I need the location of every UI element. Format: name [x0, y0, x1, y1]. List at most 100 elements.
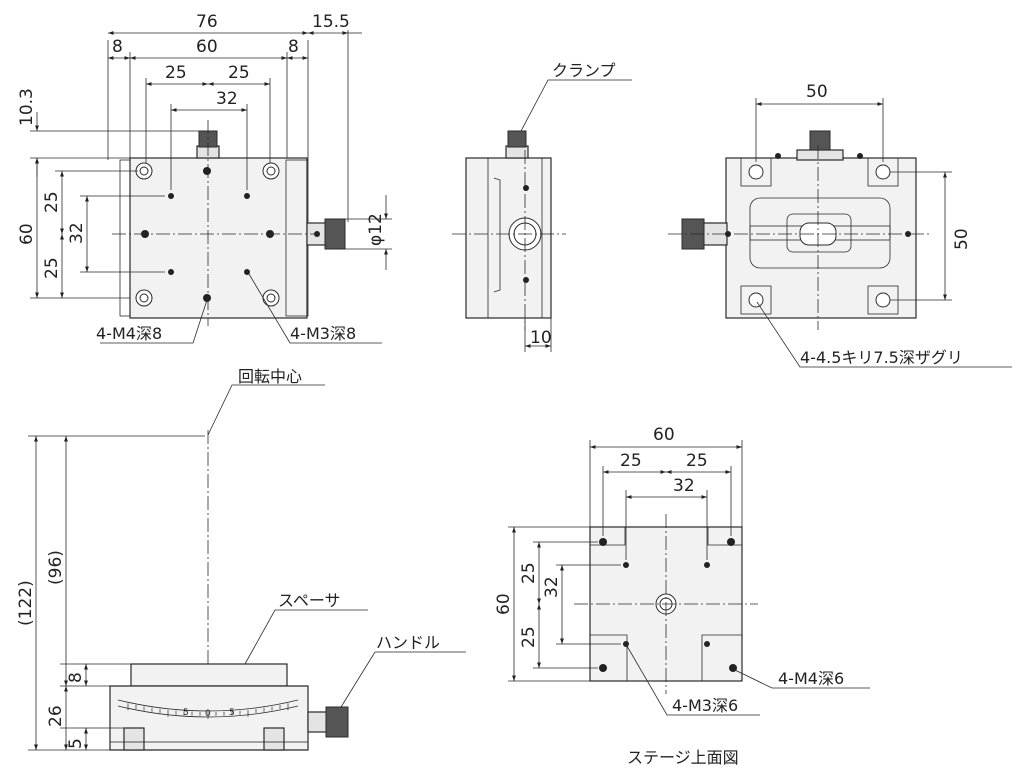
m3-hole: [168, 193, 174, 199]
counterbore-hole: [875, 164, 891, 180]
dim-76: 76: [196, 12, 218, 32]
counterbore-hole: [748, 164, 764, 180]
dim-10-3: 10.3: [17, 88, 37, 126]
handle-knob: [324, 218, 346, 250]
scale-label-right: 5: [229, 708, 235, 718]
label-spacer: スペーサ: [278, 591, 341, 610]
dim-8-right: 8: [288, 37, 299, 57]
m4-hole-inner: [266, 166, 276, 176]
side-rail: [493, 177, 501, 293]
leader-counterbore: [756, 301, 1012, 368]
leader-clamp: [520, 79, 632, 132]
label-rotation-center: 回転中心: [238, 367, 302, 386]
leader-rotation-center: [207, 384, 325, 436]
m3-hole: [168, 269, 174, 275]
stage-dim-25-top: 25: [519, 562, 539, 584]
m4-hole-inner: [139, 293, 149, 303]
side-hole: [523, 277, 529, 283]
dim-8: 8: [66, 672, 86, 683]
side-view: クランプ 10: [452, 61, 632, 352]
spacer: [130, 663, 288, 687]
dim-26: 26: [46, 705, 66, 727]
dim-96: (96): [46, 550, 66, 585]
handle-shaft: [307, 711, 329, 733]
label-counterbore: 4-4.5キリ7.5深ザグリ: [800, 348, 963, 367]
base-plate: [109, 741, 309, 751]
clamp-knob: [507, 130, 527, 148]
leader-spacer: [244, 609, 368, 665]
dim-60-v: 60: [17, 223, 37, 245]
stage-dim-25-left: 25: [620, 451, 642, 471]
foot-right: [263, 727, 285, 751]
top-view: 76 15.5 8 60 8 25 25 32 10.3 60 25 32 25…: [17, 12, 392, 344]
label-handle: ハンドル: [376, 633, 440, 652]
base-left-edge: [119, 159, 131, 317]
stage-m4-hole: [599, 538, 607, 546]
stage-m4-hole: [727, 538, 735, 546]
bottom-end-dot: [905, 231, 911, 237]
bottom-view: 50 50 4-4.5キリ7.5深ザグリ: [668, 82, 1012, 368]
dim-25-left: 25: [165, 63, 187, 83]
dim-32: 32: [216, 89, 238, 109]
label-m4-depth8: 4-M4深8: [96, 324, 162, 343]
dim-25-bottom: 25: [42, 257, 62, 279]
leader-stage-m3: [626, 645, 760, 716]
stage-top-view-caption: ステージ上面図: [627, 748, 739, 767]
leader-stage-m4: [734, 669, 870, 689]
foot-left: [123, 727, 145, 751]
stage-dim-25-bottom: 25: [519, 626, 539, 648]
bottom-clamp-base: [796, 149, 844, 161]
dim-60: 60: [196, 37, 218, 57]
dim-25-top: 25: [42, 191, 62, 213]
bottom-handle-dot: [725, 231, 731, 237]
stage-dim-60: 60: [653, 425, 675, 445]
leader-m4: [100, 299, 208, 344]
dim-10: 10: [530, 328, 552, 348]
stage-m3-hole: [704, 562, 710, 568]
dim-32-v: 32: [67, 222, 87, 244]
stage-dim-32-v: 32: [542, 576, 562, 598]
stage-m3-hole: [623, 562, 629, 568]
stage-m3-hole: [704, 641, 710, 647]
label-m3-depth8: 4-M3深8: [290, 324, 356, 343]
scale-label-left: 5: [183, 708, 189, 718]
dim-8-left: 8: [112, 37, 123, 57]
stage-m4-hole: [599, 664, 607, 672]
stage-top-view: 60 25 25 32 60 25 32 25 4-M3深6 4-M4深6 ステ…: [494, 425, 870, 767]
bottom-nut: [786, 213, 852, 253]
bottom-small-hole: [857, 153, 863, 159]
dim-50-horizontal: 50: [806, 82, 828, 102]
scale-arc: [117, 699, 299, 712]
counterbore-pocket: [740, 285, 772, 315]
counterbore-hole: [748, 292, 764, 308]
stage-dim-25-right: 25: [686, 451, 708, 471]
label-stage-m4-depth6: 4-M4深6: [778, 669, 844, 688]
handle-knob: [325, 706, 349, 738]
stage-dim-60-v: 60: [494, 593, 514, 615]
dim-122: (122): [16, 580, 36, 626]
dim-50-vertical: 50: [952, 228, 972, 250]
stage-m3-hole: [623, 641, 629, 647]
front-view: 回転中心 (122) (96) スペーサ ハンドル 8 26 5 5 0 5: [16, 367, 466, 751]
stage-dim-32: 32: [673, 476, 695, 496]
m3-hole: [244, 193, 250, 199]
scale-label-center: 0: [205, 709, 211, 719]
m4-hole-small: [203, 294, 211, 302]
m4-hole-inner: [139, 166, 149, 176]
stage-plate-outline: [129, 157, 308, 319]
leader-m3: [248, 273, 382, 344]
dim-25-right: 25: [228, 63, 250, 83]
handle-center-dot: [314, 231, 320, 237]
bottom-clamp-knob: [809, 130, 831, 151]
leader-handle: [340, 651, 466, 708]
dim-phi12: φ12: [366, 213, 386, 246]
m4-hole-small: [203, 167, 211, 175]
label-clamp: クランプ: [552, 61, 616, 80]
dim-15-5: 15.5: [312, 12, 350, 32]
dim-5: 5: [66, 738, 86, 749]
label-stage-m3-depth6: 4-M3深6: [672, 696, 738, 715]
m4-hole-inner: [266, 293, 276, 303]
scale-ticks: [127, 703, 289, 719]
side-hole: [523, 185, 529, 191]
